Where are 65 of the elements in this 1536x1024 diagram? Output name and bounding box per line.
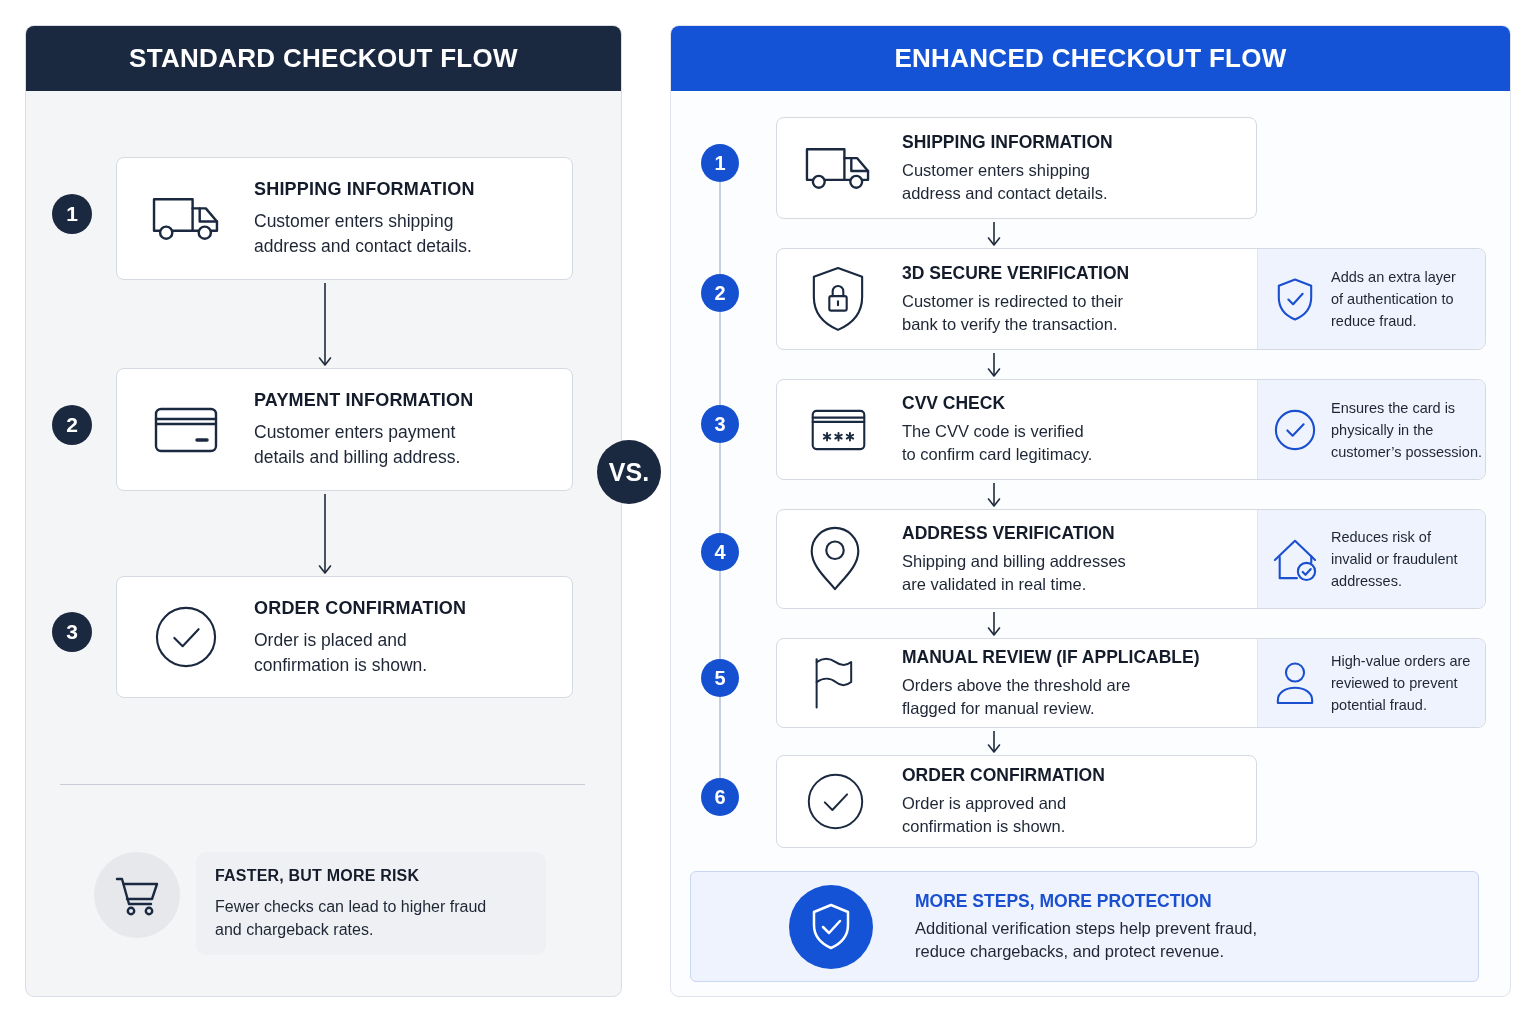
step-description: Customer enters shipping address and contact details.	[254, 210, 473, 258]
arrow	[318, 282, 332, 366]
step-description: Order is placed and confirmation is shown.	[254, 628, 429, 677]
note-text: Reduces risk of invalid or fraudulent addresses.	[1331, 528, 1459, 591]
step-description: Customer is redirected to their bank to verify the transaction.	[902, 290, 1124, 335]
arrow	[987, 730, 1001, 753]
summary-text: Additional verification steps help prevent fraud, reduce chargebacks, and protect revenue.	[915, 918, 1259, 962]
step-title: ORDER CONFIRMATION	[902, 765, 1105, 786]
benefit-note	[1257, 249, 1485, 349]
arrow	[987, 352, 1001, 377]
step-number: 4	[701, 533, 739, 571]
step-card	[116, 368, 573, 491]
step-card	[776, 638, 1486, 728]
step-card	[776, 248, 1486, 350]
step-description: Customer enters payment details and billing address.	[254, 421, 462, 469]
note-text: High-value orders are reviewed to prevent potential fraud.	[1331, 652, 1472, 715]
benefit-note	[1257, 639, 1485, 727]
vs-circle: VS.	[597, 440, 661, 504]
summary-title: MORE STEPS, MORE PROTECTION	[915, 890, 1212, 912]
step-card	[776, 117, 1257, 219]
step-title: PAYMENT INFORMATION	[254, 389, 474, 411]
step-description: Order is approved and confirmation is shown.	[902, 793, 1068, 837]
note-text: Ensures the card is physically in the customer’s possession.	[1331, 398, 1483, 462]
arrow	[987, 611, 1001, 636]
arrow	[987, 221, 1001, 246]
step-title: SHIPPING INFORMATION	[254, 178, 475, 200]
summary-text: Fewer checks can lead to higher fraud and chargeback rates.	[215, 897, 488, 940]
step-description: Customer enters shipping address and contact details.	[902, 159, 1109, 204]
step-title: ADDRESS VERIFICATION	[902, 522, 1115, 544]
step-title: ORDER CONFIRMATION	[254, 596, 467, 619]
flow-panel	[670, 25, 1511, 997]
step-description: Shipping and billing addresses are validated in real time.	[902, 550, 1127, 595]
arrow	[987, 482, 1001, 507]
connector-line	[719, 311, 721, 406]
connector-line	[719, 442, 721, 534]
step-title: 3D SECURE VERIFICATION	[902, 262, 1130, 284]
step-number: 1	[701, 144, 739, 182]
connector-line	[719, 570, 721, 660]
step-title: SHIPPING INFORMATION	[902, 131, 1113, 153]
step-card	[776, 379, 1486, 480]
panel-header: STANDARD CHECKOUT FLOW	[26, 26, 621, 91]
step-number: 1	[52, 194, 92, 234]
step-description: The CVV code is verified to confirm card legitimacy.	[902, 421, 1094, 465]
step-number: 3	[701, 405, 739, 443]
step-number: 2	[52, 405, 92, 445]
summary-card	[690, 871, 1479, 982]
benefit-note	[1257, 380, 1485, 479]
step-number: 2	[701, 274, 739, 312]
step-card	[776, 509, 1486, 609]
step-number: 6	[701, 778, 739, 816]
step-card	[776, 755, 1257, 848]
summary-title: FASTER, BUT MORE RISK	[215, 866, 420, 886]
note-text: Adds an extra layer of authentication to reduce fraud.	[1331, 268, 1457, 331]
connector-line	[719, 696, 721, 779]
step-card	[116, 157, 573, 280]
step-number: 5	[701, 659, 739, 697]
step-title: MANUAL REVIEW (IF APPLICABLE)	[902, 646, 1200, 668]
benefit-note	[1257, 510, 1485, 608]
connector-line	[719, 181, 721, 275]
step-description: Orders above the threshold are flagged for manual review.	[902, 674, 1132, 719]
step-number: 3	[52, 612, 92, 652]
step-card	[116, 576, 573, 698]
arrow	[318, 493, 332, 574]
step-title: CVV CHECK	[902, 393, 1006, 414]
panel-header: ENHANCED CHECKOUT FLOW	[671, 26, 1510, 91]
